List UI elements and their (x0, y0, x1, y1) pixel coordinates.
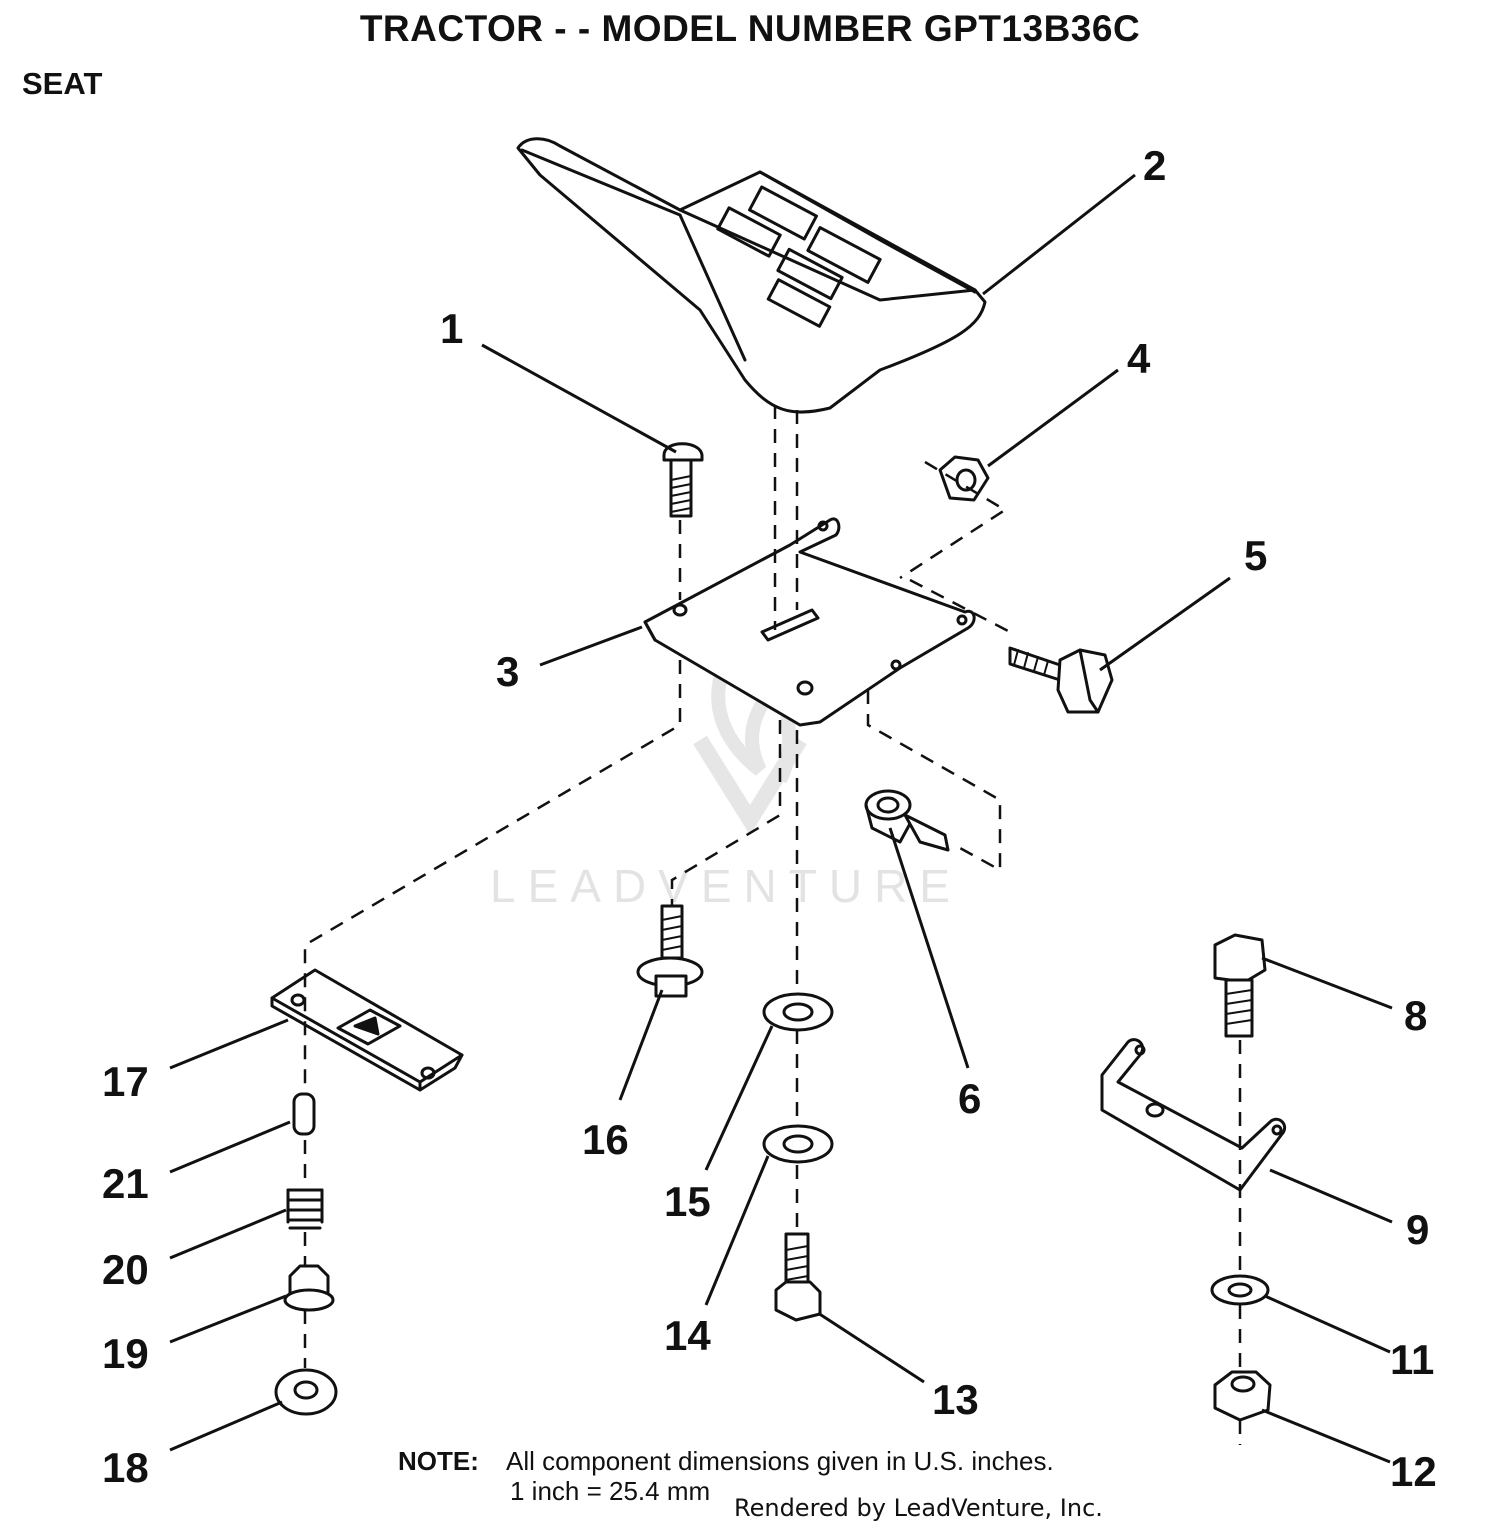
callout-15: 15 (664, 1178, 711, 1225)
note-label: NOTE: (398, 1446, 479, 1476)
callout-1: 1 (440, 305, 463, 352)
callout-13: 13 (932, 1376, 979, 1423)
callout-8: 8 (1404, 992, 1427, 1039)
watermark: LEADVENTURE (490, 635, 962, 912)
callout-6: 6 (958, 1075, 981, 1122)
callout-17: 17 (102, 1058, 149, 1105)
callout-9: 9 (1406, 1206, 1429, 1253)
cable-clip-part (864, 789, 950, 852)
callout-19: 19 (102, 1330, 149, 1377)
pin-part (292, 1092, 316, 1136)
callout-labels: 1 2 3 4 5 6 8 9 11 12 13 14 15 16 17 18 … (102, 142, 1437, 1495)
callout-5: 5 (1244, 532, 1267, 579)
callout-14: 14 (664, 1312, 711, 1359)
page-title: TRACTOR - - MODEL NUMBER GPT13B36C (359, 8, 1141, 49)
seat-pan-part (643, 517, 976, 727)
washer-part-15 (762, 992, 834, 1032)
lock-nut-part (938, 455, 990, 502)
washer-part-11 (1210, 1274, 1270, 1306)
flange-lock-nut-part (274, 1368, 338, 1416)
seat-part (516, 137, 987, 414)
lock-nut-part-12 (1213, 1370, 1272, 1422)
watermark-text: LEADVENTURE (490, 860, 962, 912)
hex-bolt-part-8 (1213, 933, 1267, 1038)
callout-4: 4 (1127, 335, 1151, 382)
hex-bolt-part (1008, 646, 1114, 714)
lock-washer-part-14 (762, 1124, 834, 1164)
carriage-bolt-part (662, 442, 704, 518)
note-line-2: 1 inch = 25.4 mm (510, 1476, 711, 1506)
alignment-lines (303, 405, 1242, 1445)
callout-2: 2 (1143, 142, 1166, 189)
note-line-1: All component dimensions given in U.S. i… (506, 1446, 1054, 1476)
leader-lines (169, 173, 1393, 1464)
callout-16: 16 (582, 1116, 629, 1163)
callout-18: 18 (102, 1444, 149, 1491)
slide-rail-part (270, 968, 464, 1092)
dimension-note: NOTE: All component dimensions given in U… (398, 1446, 1054, 1506)
callout-11: 11 (1390, 1336, 1434, 1383)
callout-20: 20 (102, 1246, 149, 1293)
shoulder-bolt-part (636, 904, 704, 998)
callout-21: 21 (102, 1160, 149, 1207)
hex-bolt-part-13 (774, 1232, 822, 1322)
callout-12: 12 (1390, 1448, 1437, 1495)
callout-3: 3 (496, 648, 519, 695)
rendered-by-credit: Rendered by LeadVenture, Inc. (734, 1494, 1103, 1522)
section-title: SEAT (22, 66, 103, 101)
flange-nut-part (283, 1264, 335, 1312)
spring-part (286, 1188, 324, 1230)
bracket-part (1100, 1038, 1287, 1192)
